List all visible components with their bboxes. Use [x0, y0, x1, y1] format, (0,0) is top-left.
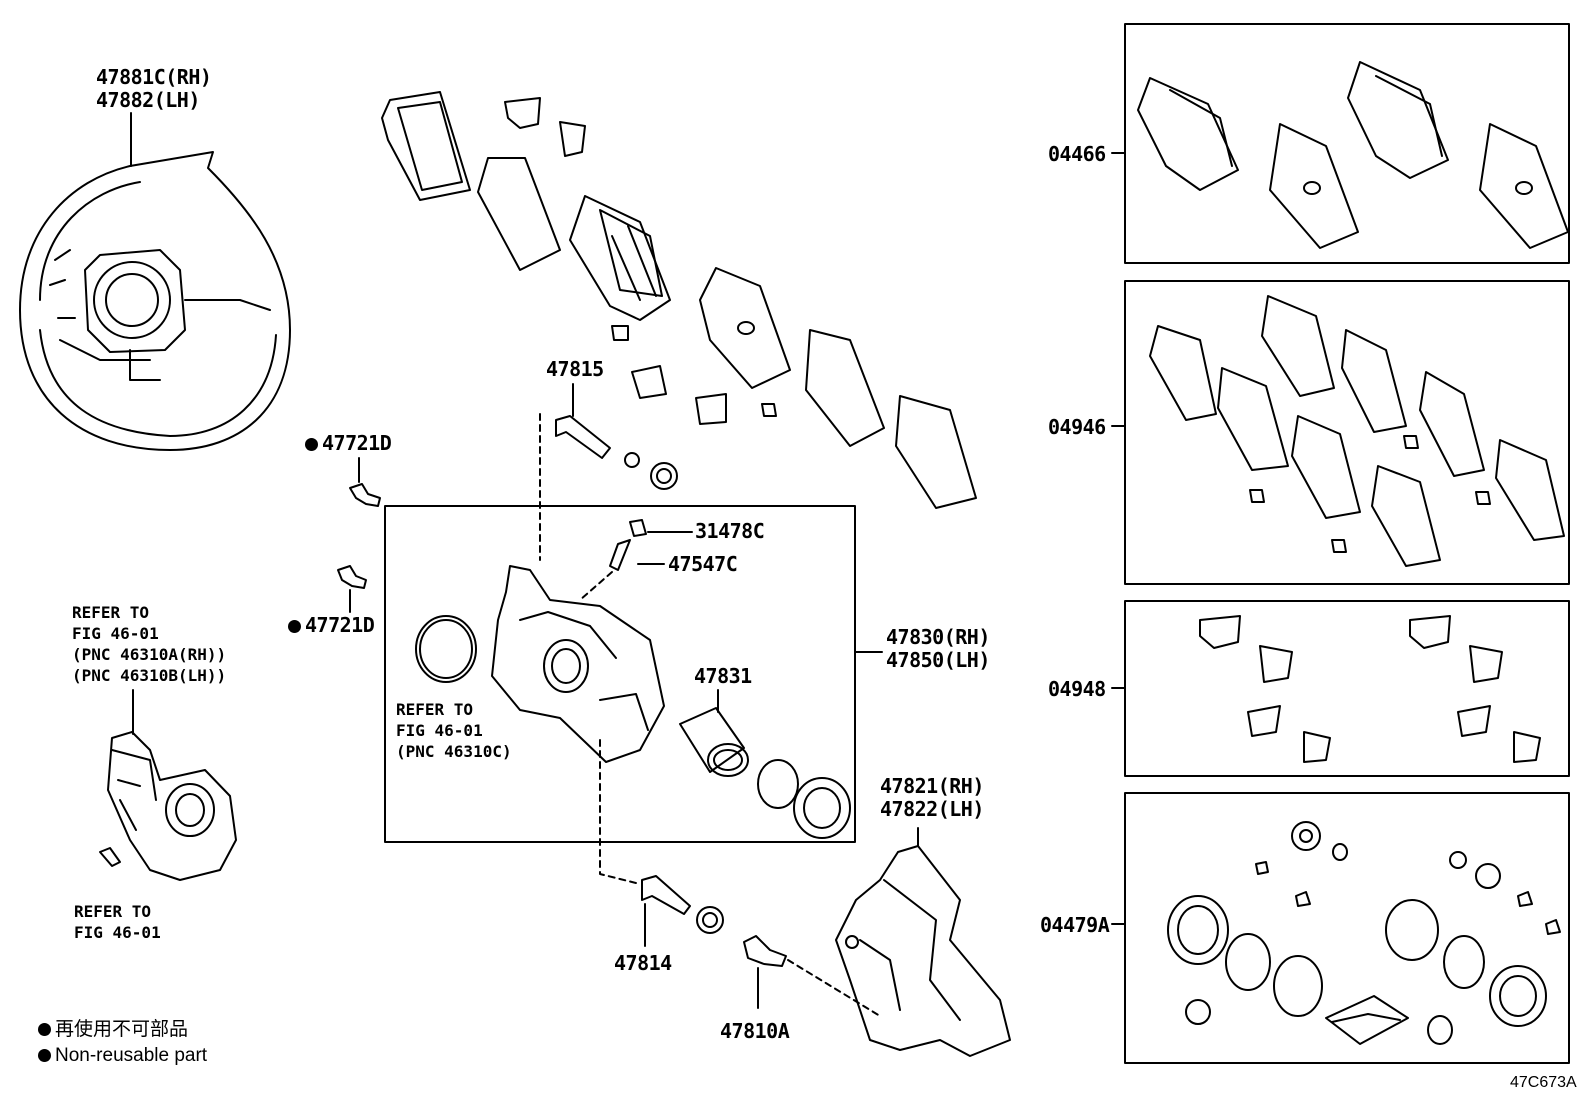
non-reusable-dot-icon — [38, 1023, 51, 1036]
caliper-mount-bracket — [835, 827, 1011, 1057]
legend-line-1: 再使用不可部品 — [38, 1017, 188, 1043]
refer-caliper-ring: REFER TO FIG 46-01 (PNC 46310C) — [396, 700, 512, 761]
guide-pin-lower — [641, 875, 724, 947]
clips-mid — [611, 325, 777, 425]
label-pin-upper: 47815 — [546, 357, 604, 381]
kit-box-pads — [1124, 23, 1570, 264]
piston-boot — [793, 777, 851, 839]
parking-motor — [99, 689, 237, 881]
label-cyl-rh: 47830(RH) — [886, 625, 990, 649]
non-reusable-dot-icon — [305, 438, 318, 451]
shim-mid — [805, 329, 885, 447]
kit-pads-drawing — [1137, 61, 1569, 249]
shim-top-left — [381, 91, 471, 201]
cap-31478c — [629, 519, 693, 537]
label-shield-rh: 47881C(RH) — [96, 65, 212, 89]
legend-text-jp: 再使用不可部品 — [55, 1019, 189, 1040]
label-kit-shims: 04946 — [1048, 415, 1106, 439]
clip-top — [504, 97, 586, 157]
label-mount-bolt: 47810A — [720, 1019, 790, 1043]
label-mount-lh: 47822(LH) — [880, 797, 984, 821]
refer-motor-bottom: REFER TO FIG 46-01 — [74, 902, 161, 942]
caliper-ring — [415, 615, 477, 683]
legend-line-2: Non-reusable part — [38, 1043, 207, 1069]
pad-outer — [699, 267, 791, 389]
dust-shield — [19, 151, 291, 451]
non-reusable-dot-icon — [288, 620, 301, 633]
guide-pin-upper — [555, 415, 678, 490]
kit-clips-drawing — [1199, 615, 1541, 763]
legend-text-en: Non-reusable part — [55, 1045, 208, 1066]
diagram-code: 47C673A — [1510, 1074, 1577, 1091]
kit-shims-drawing — [1149, 295, 1565, 567]
label-bolt-upper-text: 47721D — [322, 431, 392, 455]
label-pin-lower: 47814 — [614, 951, 672, 975]
label-mount-rh: 47821(RH) — [880, 774, 984, 798]
pad-inner — [569, 195, 671, 321]
kit-box-seals — [1124, 792, 1570, 1064]
shim-top-second — [477, 157, 561, 271]
caliper-group-box — [384, 505, 856, 843]
refer-motor: REFER TO FIG 46-01 (PNC 46310A(RH)) (PNC… — [72, 603, 227, 685]
label-shield-lh: 47882(LH) — [96, 88, 200, 112]
mount-bolt — [743, 935, 881, 1017]
label-bleeder: 47547C — [668, 552, 738, 576]
label-bolt-lower: 47721D — [288, 613, 375, 637]
label-kit-pads: 04466 — [1048, 142, 1106, 166]
kit-box-shims — [1124, 280, 1570, 585]
label-kit-clips: 04948 — [1048, 677, 1106, 701]
kit-seals-drawing — [1167, 821, 1561, 1045]
kit-box-clips — [1124, 600, 1570, 777]
non-reusable-dot-icon — [38, 1049, 51, 1062]
piston-seal — [757, 759, 799, 809]
label-bolt-lower-text: 47721D — [305, 613, 375, 637]
piston-47831 — [679, 689, 749, 777]
bolt-47721d-lower — [337, 565, 367, 613]
label-cap: 31478C — [695, 519, 765, 543]
bleeder-47547c — [579, 539, 665, 601]
label-cyl-lh: 47850(LH) — [886, 648, 990, 672]
label-bolt-upper: 47721D — [305, 431, 392, 455]
shim-right — [895, 395, 977, 509]
bolt-47721d-upper — [349, 457, 381, 507]
label-piston: 47831 — [694, 664, 752, 688]
caliper-body — [491, 565, 665, 763]
label-kit-seals: 04479A — [1040, 913, 1110, 937]
